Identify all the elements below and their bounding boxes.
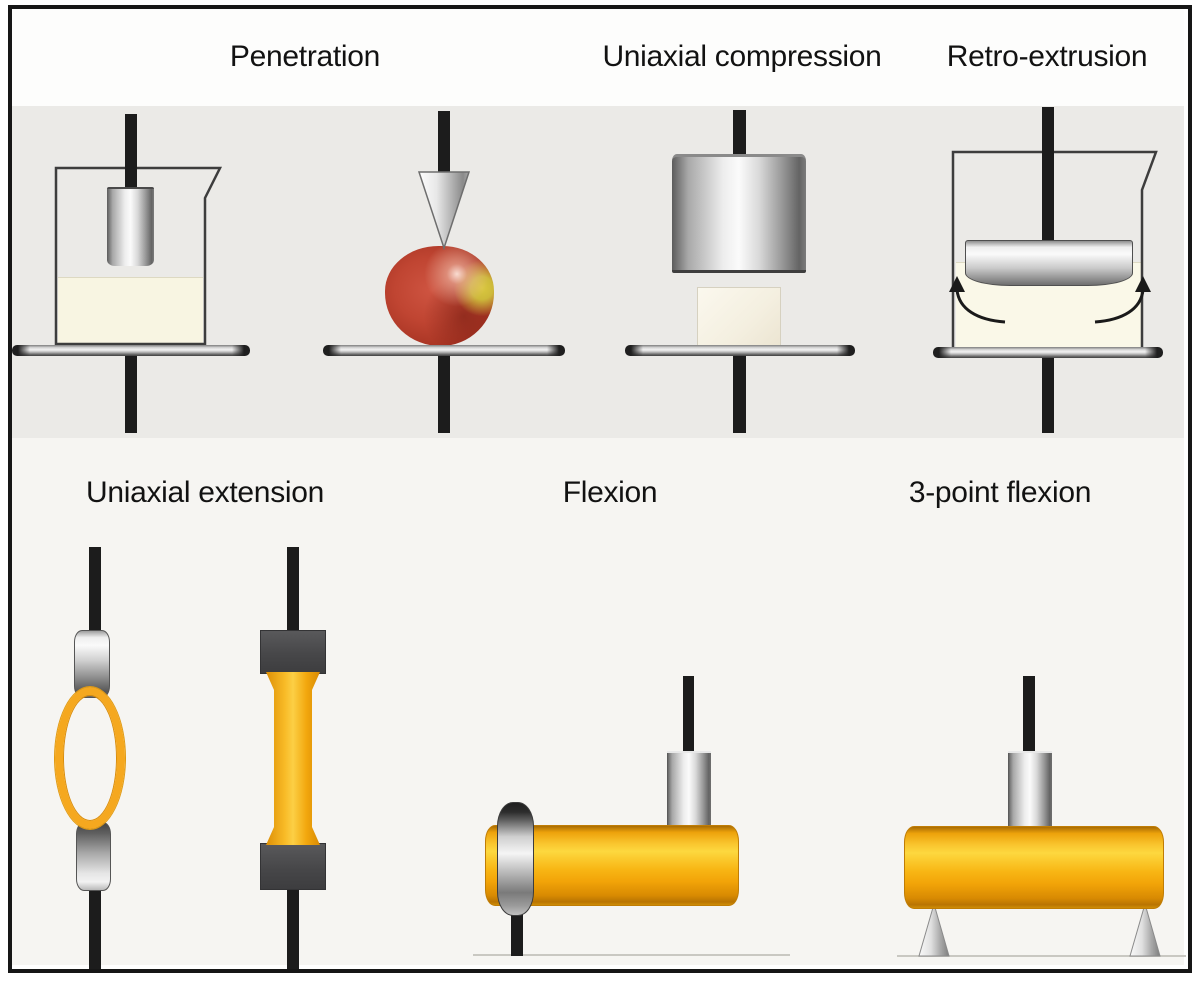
support-cone-right — [1129, 902, 1161, 957]
crosshead-rod — [125, 114, 137, 190]
flow-arrows — [949, 276, 1151, 324]
base-platform — [625, 345, 855, 356]
title-uniaxial-compression: Uniaxial compression — [602, 40, 882, 73]
compression-plate — [672, 154, 806, 273]
cylinder-sample — [904, 826, 1164, 909]
probe-rod — [683, 676, 694, 753]
dumbbell-sample — [266, 672, 320, 845]
probe-rod — [1023, 676, 1035, 753]
base-platform — [933, 347, 1163, 358]
clamp-rod — [511, 910, 523, 956]
ring-sample — [55, 687, 125, 829]
apple-sample — [385, 246, 494, 346]
base-rod — [125, 356, 137, 433]
base-rod — [89, 889, 101, 969]
grip-roller-bottom — [76, 822, 111, 891]
baseline — [897, 955, 1186, 957]
baseline — [473, 954, 790, 956]
clamp-bottom — [260, 843, 326, 890]
base-rod — [287, 887, 299, 969]
title-penetration: Penetration — [229, 40, 381, 73]
crosshead-rod — [287, 547, 299, 632]
cube-sample — [697, 287, 781, 347]
title-uniaxial-extension: Uniaxial extension — [85, 476, 325, 509]
base-rod — [1042, 358, 1054, 433]
clamp-ring — [497, 802, 534, 916]
probe-cylinder — [1008, 751, 1052, 830]
base-rod — [438, 356, 450, 433]
title-flexion: Flexion — [562, 476, 658, 509]
crosshead-rod — [438, 111, 450, 174]
base-platform — [323, 345, 565, 356]
cone-probe — [417, 171, 471, 250]
support-cone-left — [918, 902, 950, 957]
extrusion-disc — [965, 240, 1133, 286]
crosshead-rod — [1042, 107, 1054, 243]
grip-roller-top — [74, 630, 110, 698]
title-retro-extrusion: Retro-extrusion — [946, 40, 1148, 73]
cylindrical-probe — [107, 187, 154, 266]
probe-cylinder — [667, 751, 711, 829]
base-platform — [12, 345, 250, 356]
sample-liquid — [58, 277, 203, 343]
base-rod — [733, 356, 746, 433]
top-title-strip — [12, 9, 1184, 106]
crosshead-rod — [733, 110, 746, 156]
beaker — [54, 166, 223, 346]
clamp-top — [260, 630, 326, 674]
title-three-point-flexion: 3-point flexion — [908, 476, 1092, 509]
crosshead-rod — [89, 547, 101, 633]
